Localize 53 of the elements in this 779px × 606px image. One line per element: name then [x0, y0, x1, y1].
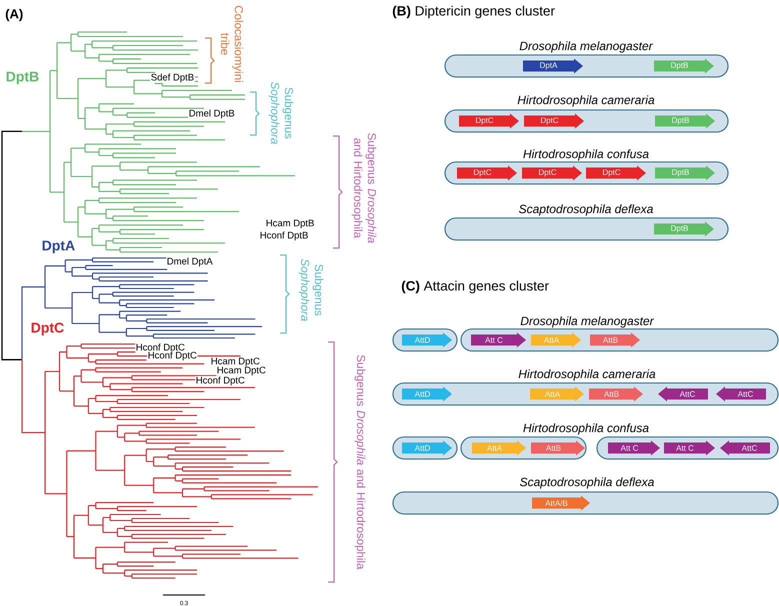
group-label: Subgenus Drosophila and Hirtodrosophila [354, 355, 366, 570]
leaf-label: Hconf DptC [147, 350, 198, 362]
leaf-label: Hconf DptB [259, 230, 309, 242]
leaf-label: Hconf DptC [195, 376, 246, 386]
gene-block: AttB [589, 386, 643, 402]
panel-title: (C) Attacin genes cluster [402, 280, 549, 294]
gene-block: DptC [522, 166, 582, 180]
species-name: Hirtodrosophila cameraria [518, 95, 654, 107]
gene-block: AttA [530, 386, 584, 402]
panel-title: (B) Diptericin genes cluster [392, 6, 555, 18]
gene-block: DptC [586, 166, 646, 180]
gene-block: DptC [459, 114, 519, 128]
species-name: Scaptodrosophila deflexa [518, 204, 653, 216]
gene-block: DptA [523, 58, 583, 74]
gene-block: DptB [654, 222, 714, 236]
gene-block: DptB [655, 166, 715, 180]
gene-block: AttA/B [532, 496, 590, 510]
species-name: Hirtodrosophila confusa [523, 423, 649, 435]
gene-block: DptC [457, 166, 517, 180]
gene-block: AttC [716, 386, 766, 402]
gene-block: AttC [658, 386, 708, 402]
species-name: Drosophila melanogaster [520, 316, 654, 328]
gene-block: AttA [472, 440, 526, 456]
gene-block: AttB [590, 332, 640, 348]
leaf-label: Hcam DptC [210, 357, 260, 367]
gene-block: AttD [402, 386, 452, 402]
group-label: Subgenus Sophophora [298, 259, 324, 321]
clade-label: DptC [32, 322, 64, 336]
gene-block: DptB [654, 58, 714, 74]
leaf-label: Dmel DptA [166, 256, 214, 268]
gene-block: DptC [524, 114, 584, 128]
leaf-label: Hcam DptC [216, 366, 266, 376]
gene-block: DptB [655, 114, 715, 128]
species-name: Hirtodrosophila confusa [523, 149, 649, 161]
gene-block: Att C [471, 332, 526, 348]
species-name: Drosophila melanogaster [520, 41, 654, 53]
gene-block: AttC [720, 440, 770, 456]
group-label: Colocasiomyini tribe [220, 6, 244, 82]
group-label: Subgenus Sophophora [268, 82, 294, 144]
clade-label: DptA [42, 240, 75, 254]
leaf-label: Dmel DptB [188, 108, 236, 120]
gene-block: AttD [402, 332, 452, 348]
species-name: Scaptodrosophila deflexa [520, 477, 654, 489]
gene-block: Att C [608, 440, 660, 456]
gene-block: AttB [531, 440, 585, 456]
gene-block: AttA [531, 332, 581, 348]
clade-label: DptB [6, 72, 38, 84]
species-name: Hirtodrosophila cameraria [518, 369, 656, 381]
leaf-label: Hcam DptB [265, 219, 315, 229]
gene-block: AttD [402, 440, 452, 456]
leaf-label: Sdef DptB [150, 72, 195, 84]
panel-label: (A) [6, 8, 23, 22]
gene-block: Att C [664, 440, 715, 456]
